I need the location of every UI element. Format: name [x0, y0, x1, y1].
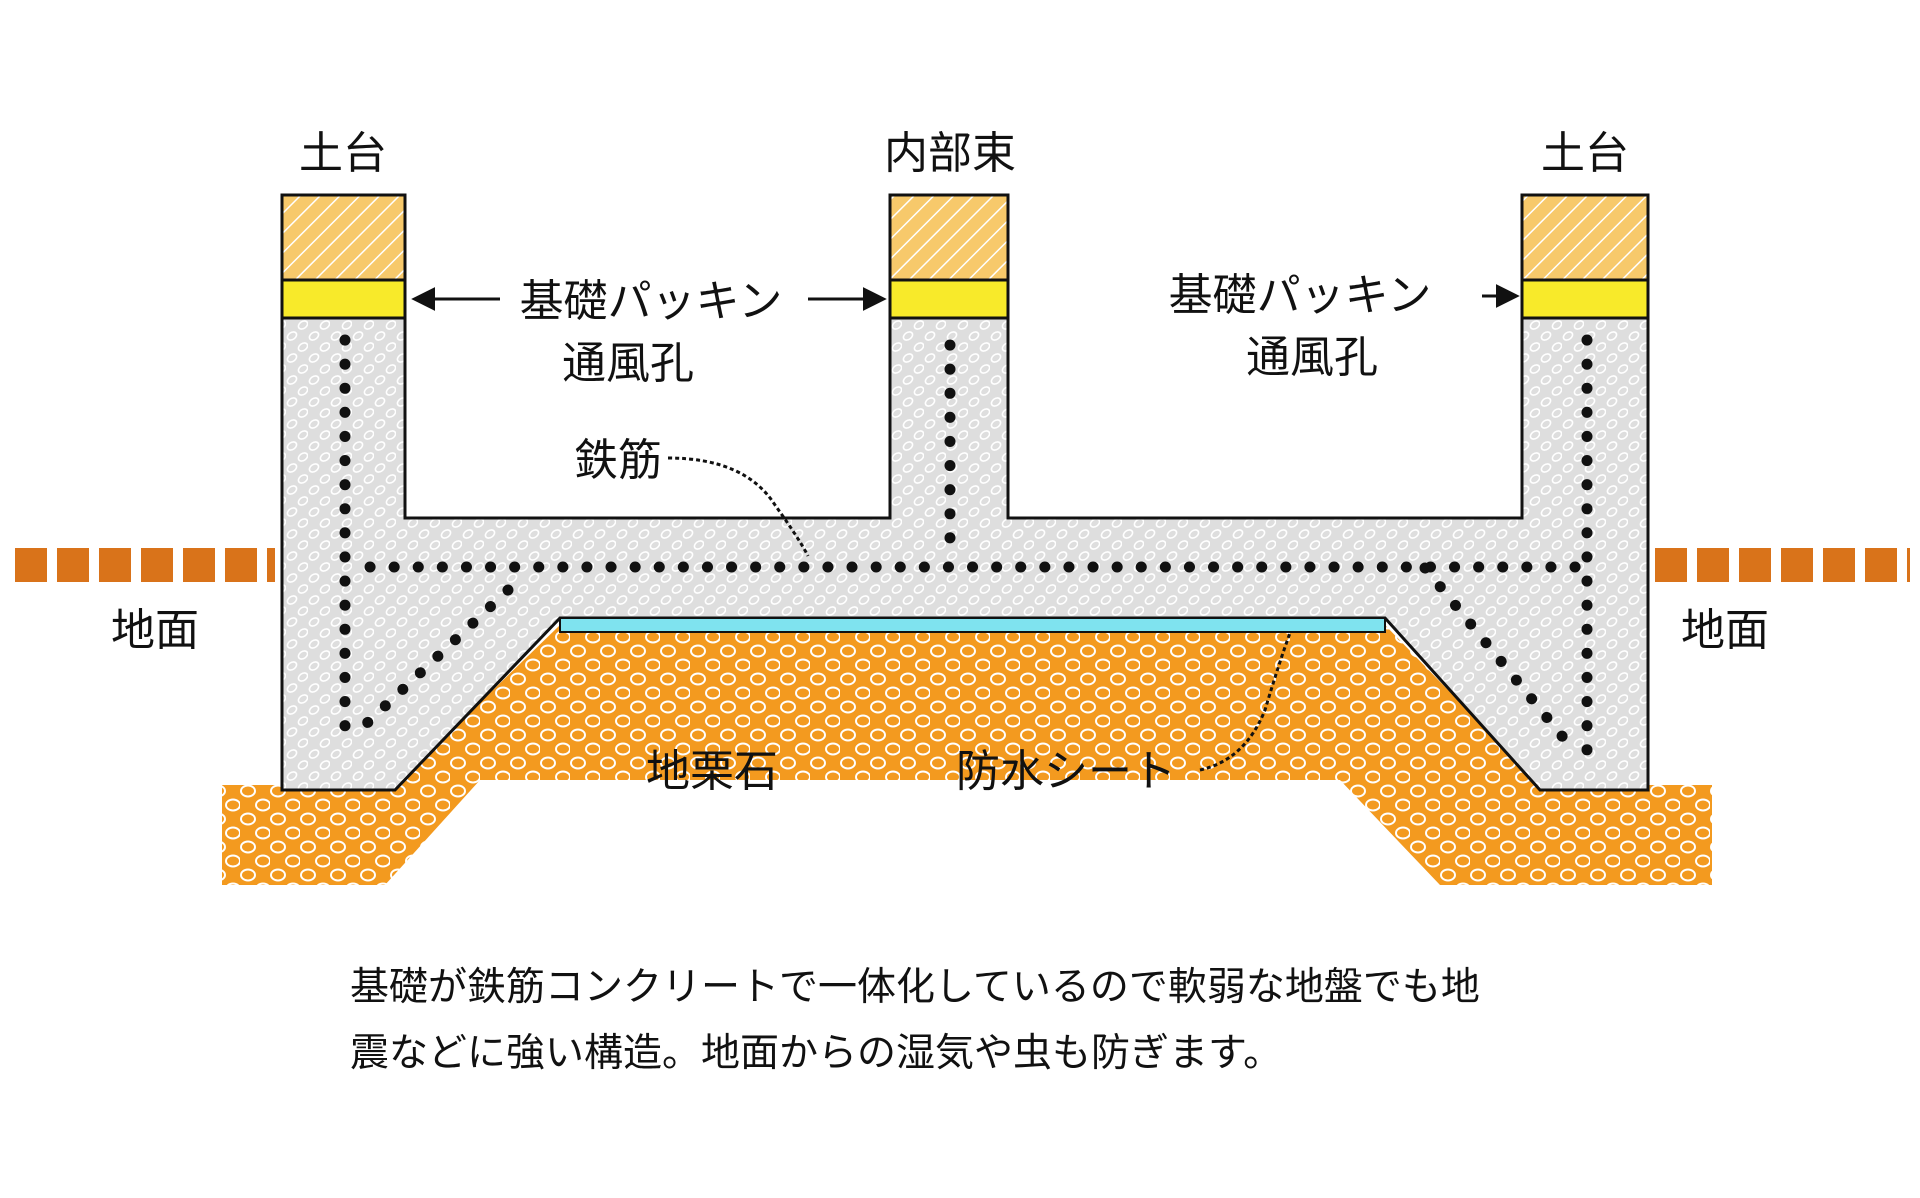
gravel-base — [222, 625, 1712, 885]
label-packing-right: 基礎パッキン — [1169, 270, 1432, 321]
label-ground-left: 地面 — [111, 605, 199, 656]
label-ground-right: 地面 — [1681, 605, 1769, 656]
label-vent-right: 通風孔 — [1246, 332, 1378, 383]
sill-plate-left — [280, 193, 407, 282]
packing-left — [280, 278, 407, 320]
caption: 基礎が鉄筋コンクリートで一体化しているので軟弱な地盤でも地 震などに強い構造。地… — [350, 955, 1750, 1087]
label-naibu-tsuka: 内部束 — [884, 128, 1016, 179]
label-rebar: 鉄筋 — [574, 435, 662, 486]
waterproof-leader — [1199, 632, 1292, 772]
rebar-leader — [667, 456, 810, 557]
label-vent-left: 通風孔 — [562, 338, 694, 389]
label-waterproof: 防水シート — [956, 746, 1176, 797]
label-packing-left: 基礎パッキン — [520, 276, 783, 327]
rebar-lines — [339, 334, 1593, 776]
post-center — [888, 193, 1010, 282]
packing-center — [888, 278, 1010, 320]
label-dodai-right: 土台 — [1541, 128, 1629, 179]
waterproof-sheet — [559, 617, 1386, 633]
caption-line-2: 震などに強い構造。地面からの湿気や虫も防ぎます。 — [350, 1031, 1283, 1076]
sill-plate-right — [1520, 193, 1650, 282]
label-gravel: 地栗石 — [646, 746, 778, 797]
caption-line-1: 基礎が鉄筋コンクリートで一体化しているので軟弱な地盤でも地 — [350, 965, 1480, 1010]
label-dodai-left: 土台 — [299, 128, 387, 179]
packing-right — [1520, 278, 1650, 320]
